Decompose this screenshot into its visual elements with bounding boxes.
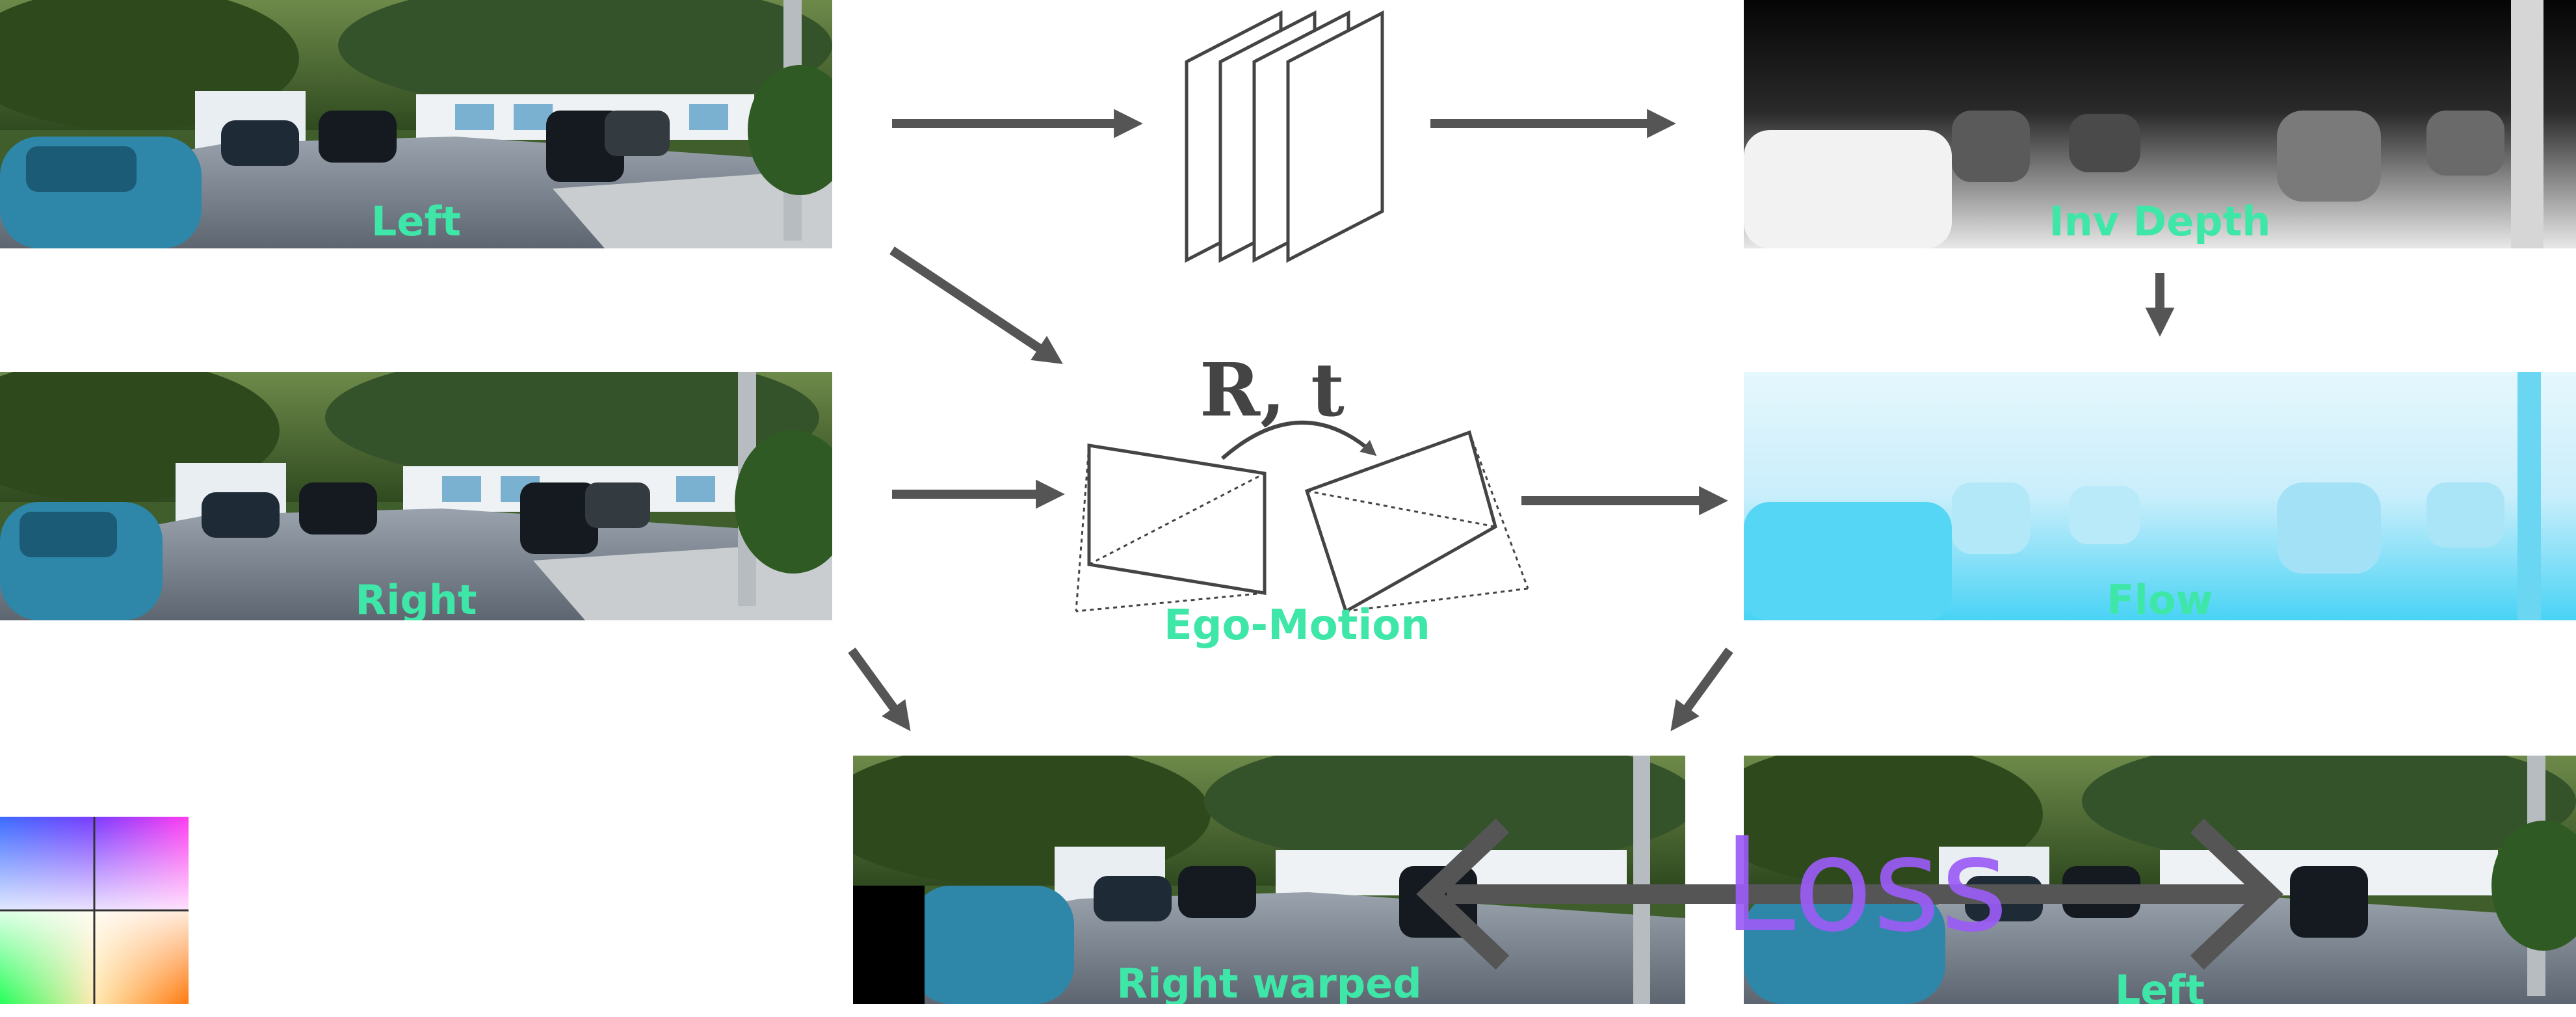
- ego-motion-label: Ego-Motion: [1164, 601, 1430, 650]
- street-scene-image: [0, 372, 832, 620]
- inverse-depth-map-image: [1744, 0, 2576, 248]
- network-layers-icon: [1185, 10, 1384, 263]
- arrow-flow-to-warped: [1670, 647, 1733, 732]
- camera-frame-left-icon: [1075, 443, 1267, 613]
- flow-panel: Flow: [1744, 372, 2576, 620]
- camera-frame-right-icon: [1304, 430, 1529, 614]
- pose-label: R, t: [1200, 348, 1345, 433]
- left-bottom-panel: Left: [1744, 756, 2576, 1004]
- loss-double-arrow: [1416, 818, 2283, 970]
- street-scene-image: [1744, 756, 2576, 1004]
- inv-depth-label: Inv Depth: [2049, 198, 2271, 245]
- street-scene-image: [0, 0, 832, 248]
- right-image-panel: Right: [0, 372, 832, 620]
- left-bottom-label: Left: [2114, 966, 2205, 1005]
- right-warped-panel: Right warped: [853, 756, 1685, 1004]
- arrow-left-to-egomotion: [889, 246, 1063, 364]
- right-label: Right: [355, 576, 477, 620]
- left-image-panel: Left: [0, 0, 832, 248]
- right-warped-label: Right warped: [1116, 960, 1422, 1004]
- left-label: Left: [371, 198, 462, 245]
- flow-label: Flow: [2107, 576, 2213, 620]
- optical-flow-image: [1744, 372, 2576, 620]
- inv-depth-panel: Inv Depth: [1744, 0, 2576, 248]
- loss-label: Loss: [1723, 810, 2008, 961]
- optical-flow-color-key-icon: [0, 817, 189, 1004]
- pose-transform-arrow: [1221, 420, 1377, 460]
- warped-street-scene-image: [853, 756, 1685, 1004]
- arrow-right-to-warped: [848, 647, 911, 732]
